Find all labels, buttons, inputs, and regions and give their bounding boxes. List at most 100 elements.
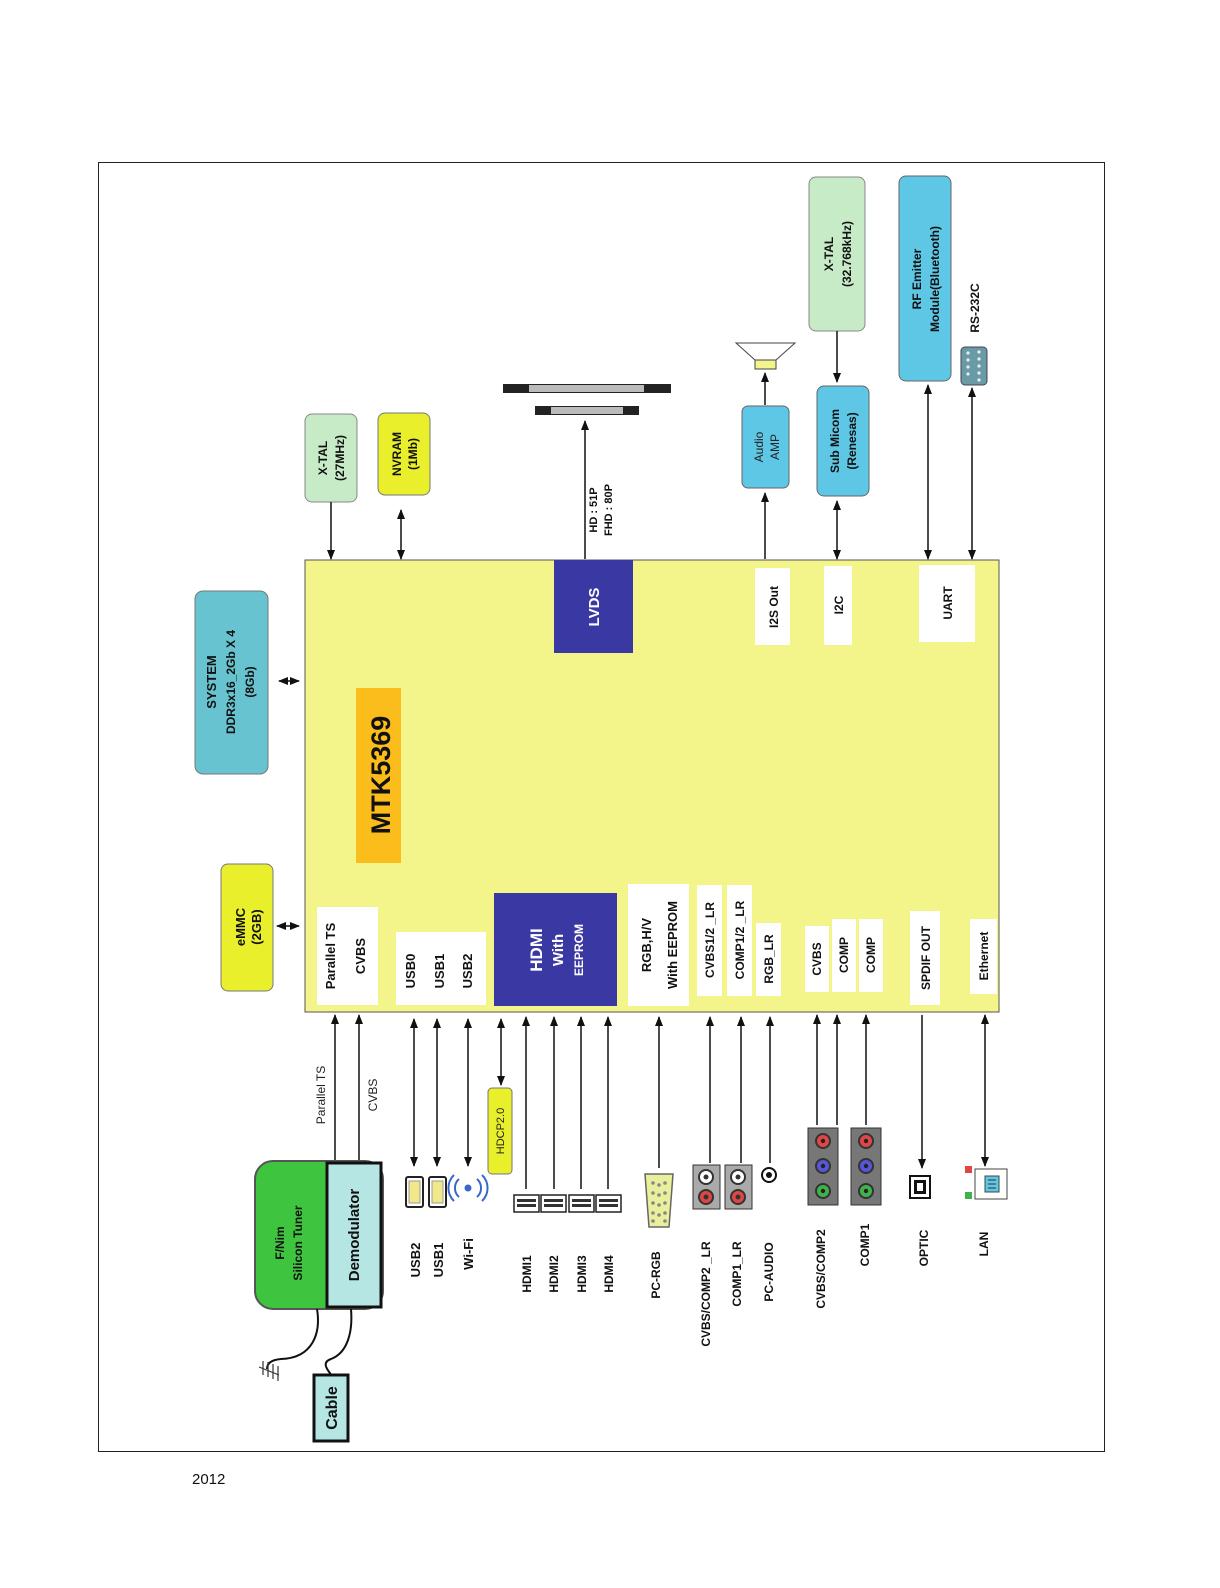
cable-block — [312, 1373, 350, 1443]
usb2-icon — [405, 1176, 424, 1208]
ts-port-parallel: Parallel TS — [323, 922, 338, 989]
lvds-note-hd: HD : 51P — [588, 487, 600, 532]
comp1-label: COMP1 — [858, 1223, 872, 1266]
antenna-wire — [266, 1308, 319, 1370]
speaker-icon — [734, 342, 797, 361]
hdmi2-label: HDMI2 — [547, 1255, 561, 1293]
hdmi3-icon — [568, 1194, 595, 1213]
usb-port-1: USB1 — [432, 954, 447, 989]
optic-label: OPTIC — [917, 1229, 931, 1266]
hdmi-port-line2: With — [550, 934, 567, 966]
sub-micom-block — [816, 385, 870, 497]
diagram-frame: MTK5369 Parallel TS CVBS USB0 USB1 USB2 … — [98, 162, 1105, 1452]
hdcp-block — [487, 1087, 513, 1175]
cable-label: Cable — [324, 1386, 341, 1430]
demodulator-block — [325, 1161, 383, 1309]
antenna-icon — [258, 1361, 280, 1381]
i2c-port-label: I2C — [832, 595, 846, 614]
footer-year: 2012 — [192, 1471, 226, 1488]
audio-lr-rgb: RGB_LR — [762, 934, 776, 984]
rf-emitter-line1: RF Emitter — [910, 248, 924, 309]
audio-lr-cvbs: CVBS1/2 _LR — [703, 902, 717, 978]
cvbs-comp2-label: CVBS/COMP2 — [814, 1229, 828, 1309]
cvbs-comp2-lr-jack-icon — [692, 1164, 721, 1210]
pc-rgb-label: PC-RGB — [649, 1251, 663, 1299]
hdcp-label: HDCP2.0 — [495, 1108, 507, 1154]
hdmi-port-line1: HDMI — [527, 928, 546, 971]
xtal-main-block — [304, 413, 358, 503]
audio-amp-line2: AMP — [768, 434, 782, 460]
comp1-jack-icon — [850, 1127, 882, 1206]
uart-port-label: UART — [941, 586, 955, 620]
system-memory-line1: SYSTEM — [204, 655, 219, 708]
ethernet-port-box — [970, 919, 997, 994]
lvds-note-fhd: FHD : 80P — [603, 484, 615, 536]
sub-micom-line2: (Renesas) — [845, 412, 859, 469]
lan-label: LAN — [977, 1232, 991, 1257]
audio-lr-comp: COMP1/2 _LR — [733, 900, 747, 979]
ts-port-cvbs: CVBS — [353, 938, 368, 974]
signal-parallel-ts: Parallel TS — [314, 1066, 328, 1124]
xtal-sub-block — [808, 176, 866, 332]
rf-emitter-block — [898, 175, 952, 382]
usb-port-0: USB0 — [403, 954, 418, 989]
emmc-line2: (2GB) — [249, 909, 264, 944]
rgb-port-line1: RGB,H/V — [639, 918, 654, 973]
wifi-icon — [447, 1174, 489, 1202]
i2s-port-box — [755, 568, 790, 645]
hdmi-port-line3: EEPROM — [572, 924, 586, 976]
audio-amp-line1: Audio — [752, 431, 766, 462]
hdmi-port-box — [494, 893, 617, 1006]
usb-port-2: USB2 — [460, 954, 475, 989]
audio-lr-box-2 — [727, 885, 752, 996]
speaker-body — [754, 359, 777, 370]
rs232c-pins — [966, 350, 981, 382]
tuner-line2: Silicon Tuner — [291, 1205, 305, 1280]
lan-icon — [965, 1166, 1008, 1200]
video-port-cvbs: CVBS — [810, 942, 824, 975]
pc-audio-jack-icon — [761, 1167, 777, 1183]
lvds-connector-long-inner — [529, 385, 644, 392]
nvram-line2: (1Mb) — [406, 438, 420, 470]
xtal-sub-line2: (32.768kHz) — [840, 221, 854, 287]
lvds-port-label: LVDS — [586, 588, 603, 627]
nvram-line1: NVRAM — [390, 432, 404, 476]
rgb-port-line2: With EEPROM — [665, 901, 680, 989]
video-port-comp1: COMP — [864, 937, 878, 973]
demodulator-label: Demodulator — [346, 1189, 363, 1282]
i2s-port-label: I2S Out — [767, 586, 781, 628]
rf-emitter-line2: Module(Bluetooth) — [928, 226, 942, 332]
wifi-label: Wi-Fi — [461, 1238, 476, 1270]
hdmi1-label: HDMI1 — [520, 1255, 534, 1293]
usb1-icon — [428, 1176, 447, 1208]
tuner-line1: F/Nim — [273, 1226, 287, 1259]
sub-micom-line1: Sub Micom — [828, 409, 842, 473]
audio-amp-block — [741, 405, 790, 489]
cvbs-comp2-lr-label: CVBS/COMP2 _LR — [699, 1241, 713, 1347]
soc-name: MTK5369 — [366, 716, 396, 835]
hdmi2-icon — [540, 1194, 567, 1213]
hdmi-connector-icons — [513, 1194, 622, 1213]
usb1-label: USB1 — [431, 1243, 446, 1278]
xtal-main-line1: X-TAL — [316, 441, 330, 475]
pc-audio-label: PC-AUDIO — [762, 1242, 776, 1301]
nvram-block — [377, 412, 431, 496]
cable-wire — [324, 1308, 353, 1376]
xtal-main-line2: (27MHz) — [333, 435, 347, 481]
audio-lr-box-3 — [756, 923, 781, 996]
hdmi4-label: HDMI4 — [602, 1255, 616, 1293]
emmc-line1: eMMC — [233, 907, 248, 946]
video-port-comp2: COMP — [837, 937, 851, 973]
lvds-connector-short-inner — [551, 407, 623, 414]
video-port-box-1 — [805, 926, 829, 992]
usb-port-box — [396, 932, 486, 1005]
ts-port-box — [317, 907, 378, 1005]
pc-rgb-icon — [644, 1173, 674, 1228]
usb2-label: USB2 — [408, 1243, 423, 1278]
video-port-box-2 — [832, 919, 856, 992]
uart-port-box — [919, 565, 975, 642]
lvds-port-box — [554, 560, 633, 653]
system-memory-line3: (8Gb) — [243, 666, 257, 697]
signal-cvbs: CVBS — [366, 1079, 380, 1112]
emmc-block — [220, 863, 274, 992]
